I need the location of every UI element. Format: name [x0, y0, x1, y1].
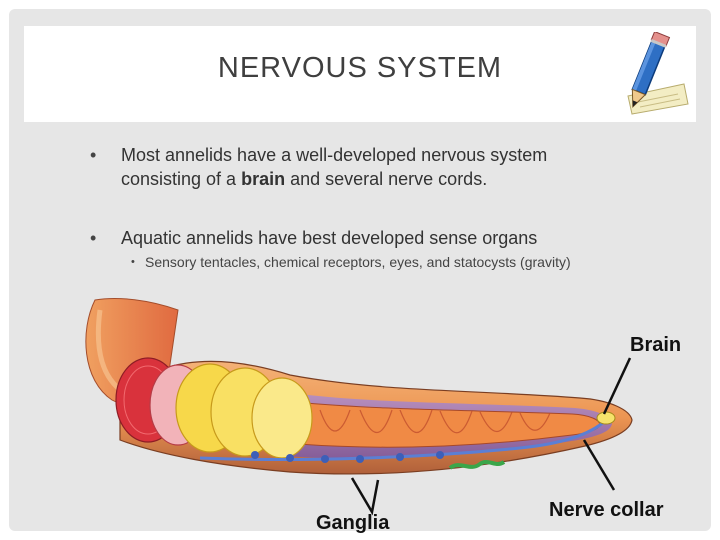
nerve-collar-pointer [582, 439, 616, 491]
bullet-2-text: Aquatic annelids have best developed sen… [121, 228, 538, 248]
bullet-1-text: Most annelids have a well-developed nerv… [121, 143, 547, 191]
ganglia-pointer [350, 477, 380, 516]
ganglia-nodes [251, 451, 444, 463]
nerve-cord [199, 418, 608, 462]
bullet-dot: • [90, 228, 97, 248]
bullet-1-line2c: and several nerve cords. [285, 169, 488, 189]
sub-bullet-text: Sensory tentacles, chemical receptors, e… [145, 254, 571, 270]
label-brain: Brain [630, 334, 682, 356]
brain-structure [596, 411, 616, 425]
label-nerve-collar: Nerve collar [549, 499, 664, 521]
bullet-dot: • [90, 145, 97, 165]
slide-title: NERVOUS SYSTEM [217, 52, 503, 84]
segment-yellow-3 [251, 377, 313, 459]
pencil-note-icon [627, 32, 689, 115]
label-ganglia: Ganglia [316, 512, 390, 534]
title-box [24, 26, 696, 122]
bullet-1-line2a: consisting of a [121, 169, 242, 189]
bullet-1-emphasis-brain: brain [241, 169, 286, 189]
annelid-illustration [85, 298, 633, 516]
sub-bullet-dot: • [131, 256, 135, 268]
brain-pointer [602, 357, 632, 415]
bullet-1-line1: Most annelids have a well-developed nerv… [121, 145, 548, 165]
